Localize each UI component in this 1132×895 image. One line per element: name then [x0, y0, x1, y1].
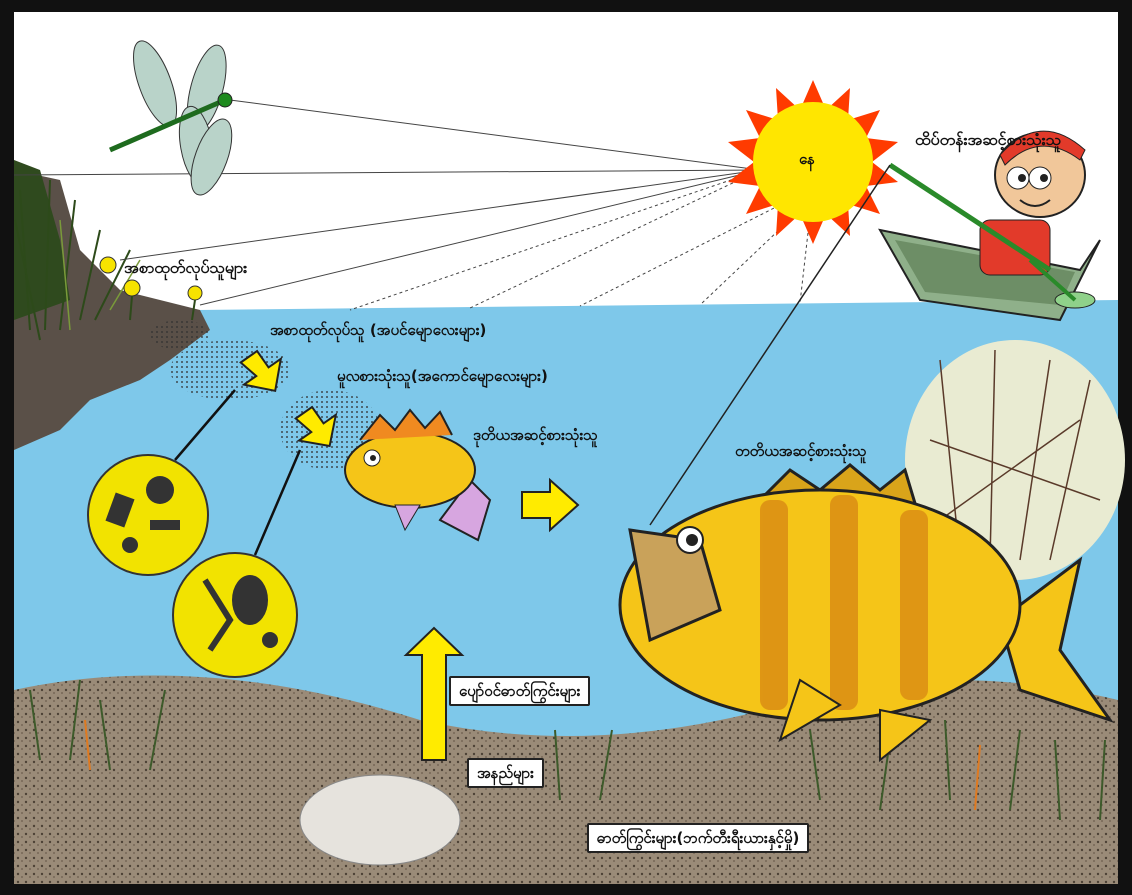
primary-consumer-label: မူလစားသုံးသူ(အကောင်မျောလေးများ): [337, 367, 548, 385]
rock: [300, 775, 460, 865]
sun-label: နေ: [799, 150, 815, 168]
secondary-consumer-label: ဒုတိယအဆင့်စားသုံးသူ: [473, 426, 598, 444]
tertiary-consumer-label: တတိယအဆင့်စားသုံးသူ: [735, 442, 867, 460]
sediment-label: အနည်များ: [467, 758, 544, 788]
tertiary-top-consumer-label: ထိပ်တန်းအဆင့်စားသုံးသူ: [915, 130, 1061, 149]
producers-plants-label: အစာထုတ်လုပ်သူများ: [124, 258, 247, 277]
microscope-circle-icon: [173, 553, 297, 677]
decomposers-label: ဓာတ်ကြွင်းများ(ဘက်တီးရီးယားနှင့်မှို): [587, 823, 809, 853]
phytoplankton-producer-label: အစာထုတ်လုပ်သူ (အပင်မျောလေးများ): [270, 321, 486, 339]
microscope-circle-icon: [88, 455, 208, 575]
minerals-label: ပျော်ဝင်ဓာတ်ကြွင်းများ: [449, 676, 590, 706]
